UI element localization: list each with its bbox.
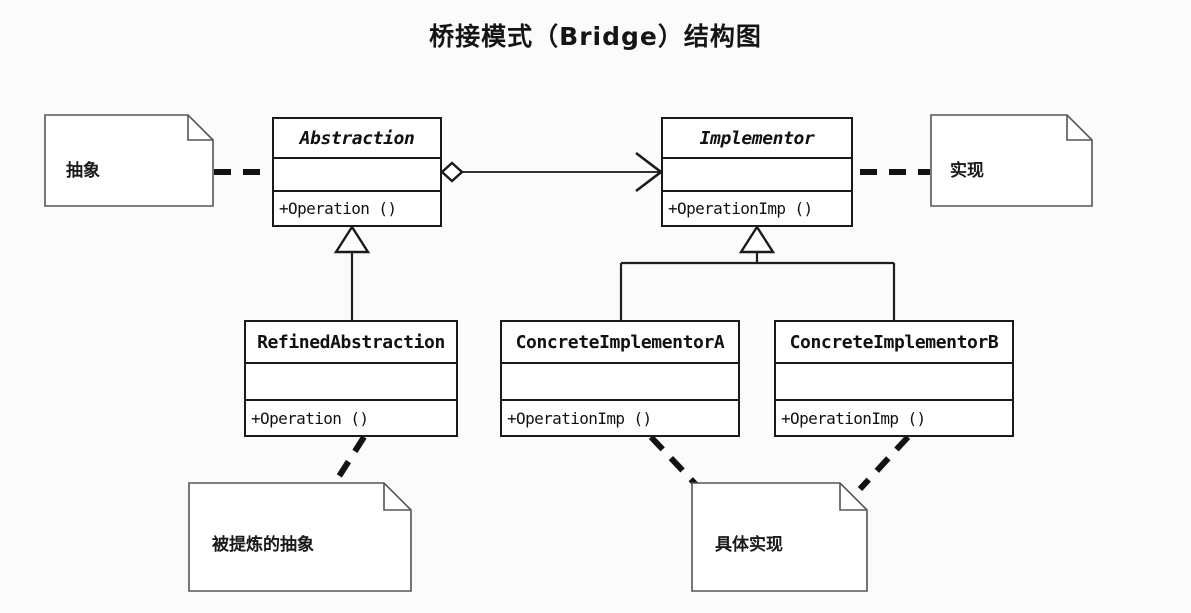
class-name-implementor: Implementor [663,119,851,159]
note-shape [691,482,868,592]
generalization-concrete-implementors [619,224,896,320]
uml-class-abstraction[interactable]: Abstraction +Operation () [272,117,442,227]
uml-class-refined-abstraction[interactable]: RefinedAbstraction +Operation () [244,320,458,437]
hollow-diamond-icon [440,161,464,183]
class-attributes-concrete-implementor-b [776,364,1012,401]
class-operation-implementor: +OperationImp () [668,199,813,218]
class-attributes-abstraction [274,159,440,192]
class-attributes-implementor [663,159,851,192]
class-name-concrete-implementor-b: ConcreteImplementorB [776,322,1012,364]
note-refined-abstraction[interactable]: 被提炼的抽象 [188,482,412,592]
class-attributes-refined-abstraction [246,364,456,401]
class-attributes-concrete-implementor-a [502,364,738,401]
note-implementation[interactable]: 实现 [930,114,1093,207]
class-name-abstraction: Abstraction [274,119,440,159]
uml-class-concrete-implementor-b[interactable]: ConcreteImplementorB +OperationImp () [774,320,1014,437]
hollow-triangle-icon [333,224,371,254]
page-title: 桥接模式（Bridge）结构图 [429,22,762,51]
note-label-abstraction: 抽象 [66,161,100,181]
class-name-concrete-implementor-a: ConcreteImplementorA [502,322,738,364]
class-operation-abstraction: +Operation () [279,199,397,218]
class-operation-concrete-implementor-b: +OperationImp () [781,408,926,428]
note-concrete-implementation[interactable]: 具体实现 [691,482,868,592]
note-shape [188,482,412,592]
uml-class-concrete-implementor-a[interactable]: ConcreteImplementorA +OperationImp () [500,320,740,437]
uml-class-implementor[interactable]: Implementor +OperationImp () [661,117,853,227]
note-label-implementation: 实现 [950,161,984,181]
class-operation-refined-abstraction: +Operation () [251,408,369,428]
note-label-refined-abstraction: 被提炼的抽象 [212,535,314,555]
open-arrowhead-icon [635,151,664,193]
hollow-triangle-icon [738,224,776,254]
class-operation-concrete-implementor-a: +OperationImp () [507,408,652,428]
aggregation-abstraction-implementor [440,151,664,193]
class-name-refined-abstraction: RefinedAbstraction [246,322,456,364]
note-abstraction[interactable]: 抽象 [44,114,214,207]
note-shape [44,114,214,207]
note-shape [930,114,1093,207]
generalization-refined-abstraction [333,224,371,320]
note-label-concrete-implementation: 具体实现 [715,535,783,555]
